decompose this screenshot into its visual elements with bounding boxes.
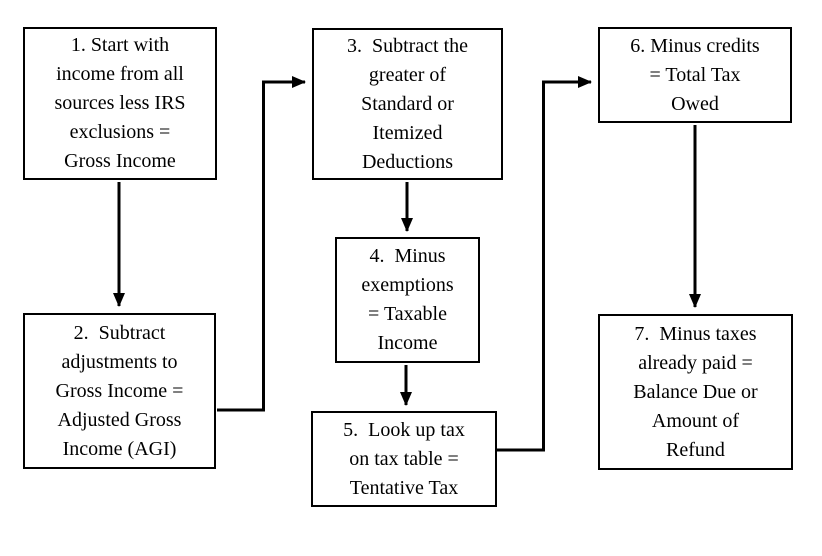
flowchart-step-4-taxable-income: 4. Minus exemptions = Taxable Income [335, 237, 480, 363]
flowchart-step-6-total-tax-owed: 6. Minus credits = Total Tax Owed [598, 27, 792, 123]
flowchart-step-7-balance-due-or-refund: 7. Minus taxes already paid = Balance Du… [598, 314, 793, 470]
flowchart-step-1-gross-income: 1. Start with income from all sources le… [23, 27, 217, 180]
arrow-box2-to-box3 [217, 76, 306, 412]
arrow-box5-to-box6 [497, 76, 592, 452]
flowchart-step-3-deductions: 3. Subtract the greater of Standard or I… [312, 28, 503, 180]
flowchart-step-2-adjusted-gross-income: 2. Subtract adjustments to Gross Income … [23, 313, 216, 469]
flowchart-step-5-tentative-tax: 5. Look up tax on tax table = Tentative … [311, 411, 497, 507]
